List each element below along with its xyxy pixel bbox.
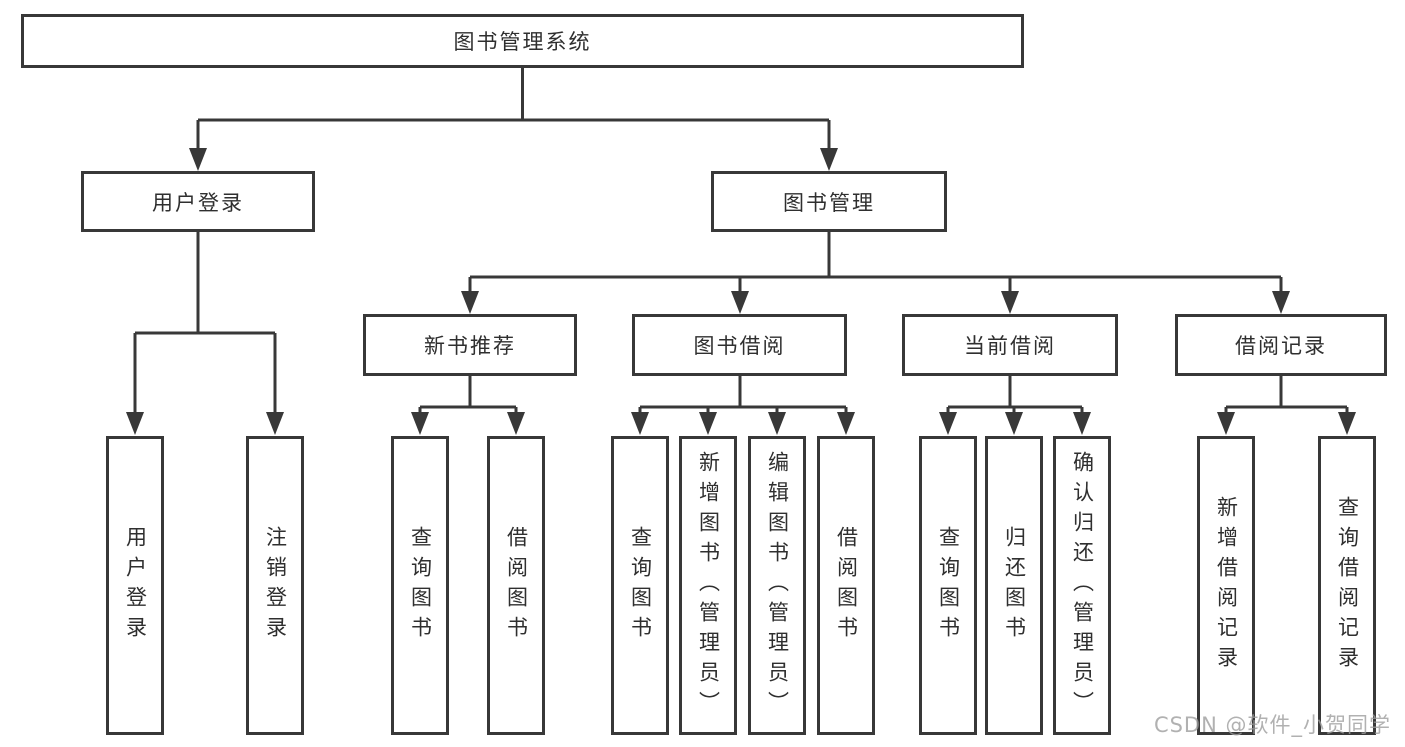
leaf-borrow-books-recommend-label: 借阅图书	[504, 525, 529, 646]
node-borrow-records: 借阅记录	[1175, 314, 1387, 376]
leaf-borrow-books-label: 借阅图书	[834, 525, 859, 646]
leaf-return-book-label: 归还图书	[1002, 525, 1027, 646]
node-user-login-label: 用户登录	[152, 190, 244, 215]
leaf-edit-book-admin: 编辑图书（管理员）	[748, 436, 806, 735]
node-book-borrow: 图书借阅	[632, 314, 847, 376]
leaf-query-books-current-label: 查询图书	[936, 525, 961, 646]
node-current-borrow: 当前借阅	[902, 314, 1118, 376]
leaf-borrow-books-recommend: 借阅图书	[487, 436, 545, 735]
leaf-add-book-admin-label: 新增图书（管理员）	[696, 450, 721, 721]
leaf-add-borrow-record: 新增借阅记录	[1197, 436, 1255, 735]
leaf-edit-book-admin-label: 编辑图书（管理员）	[765, 450, 790, 721]
node-book-borrow-label: 图书借阅	[693, 334, 786, 358]
node-root-label: 图书管理系统	[453, 30, 592, 54]
leaf-query-books-recommend: 查询图书	[391, 436, 449, 735]
leaf-logout-label: 注销登录	[263, 525, 288, 646]
arrowheads	[126, 148, 1356, 435]
leaf-add-book-admin: 新增图书（管理员）	[679, 436, 737, 735]
leaf-borrow-books: 借阅图书	[817, 436, 875, 735]
leaf-query-borrow-record: 查询借阅记录	[1318, 436, 1376, 735]
leaf-query-books-recommend-label: 查询图书	[408, 525, 433, 646]
leaf-confirm-return-admin: 确认归还（管理员）	[1053, 436, 1111, 735]
leaf-query-borrow-record-label: 查询借阅记录	[1335, 495, 1360, 676]
node-current-borrow-label: 当前借阅	[964, 334, 1056, 358]
leaf-return-book: 归还图书	[985, 436, 1043, 735]
watermark: CSDN @软件_小贺同学	[1153, 713, 1391, 737]
node-new-book-recommend: 新书推荐	[363, 314, 577, 376]
node-book-management: 图书管理	[711, 171, 947, 232]
node-root: 图书管理系统	[21, 14, 1024, 68]
leaf-query-books-borrow: 查询图书	[611, 436, 669, 735]
leaf-query-books-borrow-label: 查询图书	[628, 525, 653, 646]
node-book-management-label: 图书管理	[783, 190, 875, 215]
leaf-logout: 注销登录	[246, 436, 304, 735]
leaf-user-login: 用户登录	[106, 436, 164, 735]
node-borrow-records-label: 借阅记录	[1235, 334, 1327, 358]
leaf-add-borrow-record-label: 新增借阅记录	[1214, 495, 1239, 676]
leaf-confirm-return-admin-label: 确认归还（管理员）	[1070, 450, 1095, 721]
node-new-book-recommend-label: 新书推荐	[424, 334, 516, 358]
leaf-user-login-label: 用户登录	[123, 525, 148, 646]
leaf-query-books-current: 查询图书	[919, 436, 977, 735]
node-user-login: 用户登录	[81, 171, 315, 232]
